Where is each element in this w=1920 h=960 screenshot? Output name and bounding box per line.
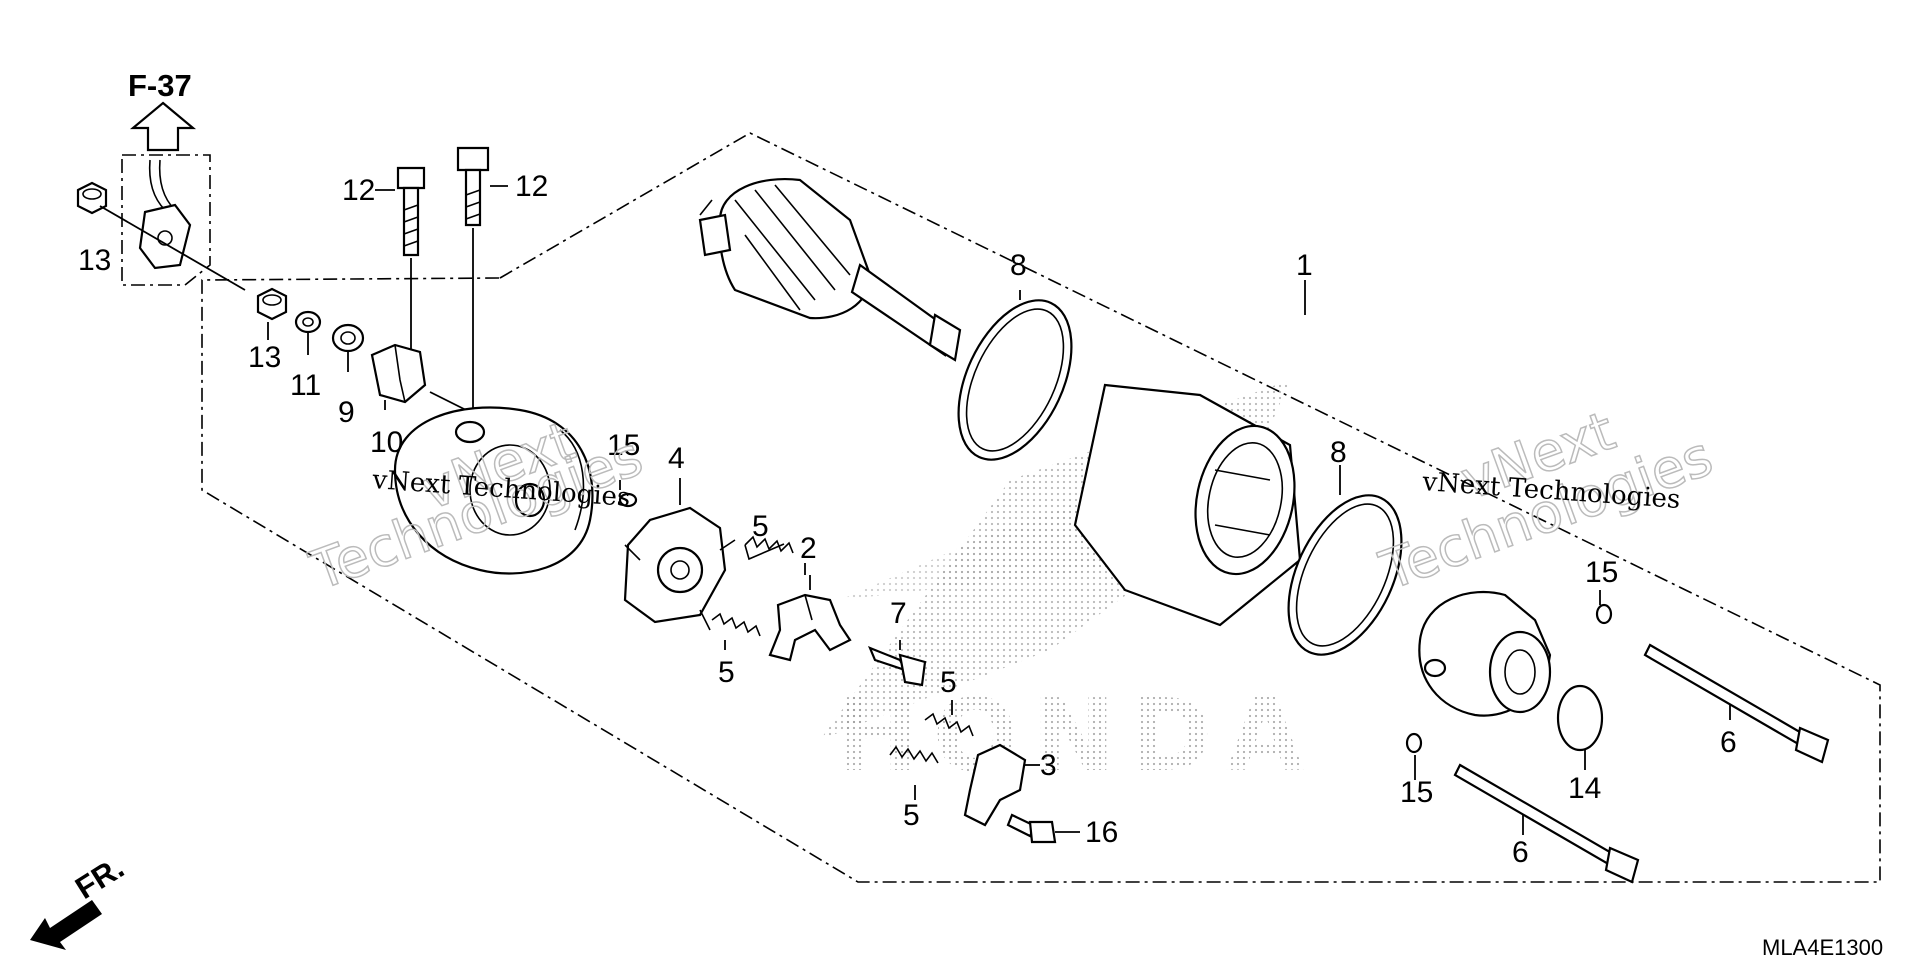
spring-5-left — [711, 612, 761, 637]
o-ring-15-right-lower — [1405, 732, 1423, 754]
front-arrow-icon — [30, 900, 102, 950]
rear-cover — [393, 406, 594, 575]
leader-lines — [267, 185, 1731, 835]
callout-2: 2 — [800, 532, 817, 565]
terminal-insulator-10 — [370, 343, 427, 404]
brush-terminal-7 — [867, 646, 927, 687]
terminal-group-outline — [121, 154, 211, 286]
callout-3: 3 — [1040, 749, 1057, 782]
up-arrow-icon — [129, 101, 197, 152]
front-cover — [1418, 590, 1552, 717]
spring-5-upper — [744, 535, 794, 561]
callout-12-right: 12 — [515, 170, 548, 203]
nut-13-lower — [256, 287, 288, 321]
callout-9: 9 — [338, 396, 355, 429]
assembly-outline — [201, 132, 1881, 883]
through-bolt-6-upper — [1643, 643, 1830, 764]
honda-brand-mark: HONDA — [835, 677, 1318, 794]
diagram-code: MLA4E1300 — [1762, 935, 1883, 960]
o-ring-8-lower — [1287, 494, 1403, 656]
callout-13-lower: 13 — [248, 341, 281, 374]
callout-16: 16 — [1085, 816, 1118, 849]
spring-5-middle — [924, 712, 974, 737]
callout-15-left: 15 — [607, 429, 640, 462]
brush-holder-4 — [623, 506, 736, 631]
reference-page-label: F-37 — [128, 68, 192, 103]
callout-5-lower: 5 — [903, 799, 920, 832]
brush-3 — [963, 743, 1027, 827]
motor-yoke-housing — [1073, 383, 1302, 627]
callout-5-middle: 5 — [940, 666, 957, 699]
bolt-12-left — [396, 166, 426, 257]
callout-8-lower: 8 — [1330, 436, 1347, 469]
bolt-16 — [1006, 813, 1057, 844]
callout-1: 1 — [1296, 249, 1313, 282]
brush-2 — [768, 593, 852, 662]
callout-15-right-upper: 15 — [1585, 556, 1618, 589]
terminal-cable — [138, 159, 192, 270]
o-ring-15-right-upper — [1595, 603, 1613, 625]
callout-6-lower: 6 — [1512, 836, 1529, 869]
callout-15-right-lower: 15 — [1400, 776, 1433, 809]
washer-11 — [294, 310, 322, 334]
armature — [698, 178, 962, 362]
callout-5-upper: 5 — [752, 510, 769, 543]
front-direction-label: FR. — [69, 850, 130, 906]
callout-7: 7 — [890, 597, 907, 630]
callout-12-left: 12 — [342, 174, 375, 207]
callout-6-upper: 6 — [1720, 726, 1737, 759]
callout-13-upper: 13 — [78, 244, 111, 277]
nut-13-upper — [76, 181, 108, 215]
o-ring-14 — [1556, 684, 1604, 752]
callout-10: 10 — [370, 426, 403, 459]
callout-11: 11 — [290, 369, 321, 402]
through-bolt-6-lower — [1453, 763, 1640, 884]
callout-8-upper: 8 — [1010, 249, 1027, 282]
callout-14: 14 — [1568, 772, 1601, 805]
callout-4: 4 — [668, 442, 685, 475]
bolt-12-right — [456, 146, 490, 227]
front-direction-indicator: FR. — [30, 850, 130, 950]
callout-5-left: 5 — [718, 656, 735, 689]
o-ring-15-left — [618, 492, 638, 508]
o-ring-8-upper — [957, 299, 1073, 461]
spring-5-lower — [889, 745, 939, 764]
bushing-9 — [331, 323, 365, 353]
